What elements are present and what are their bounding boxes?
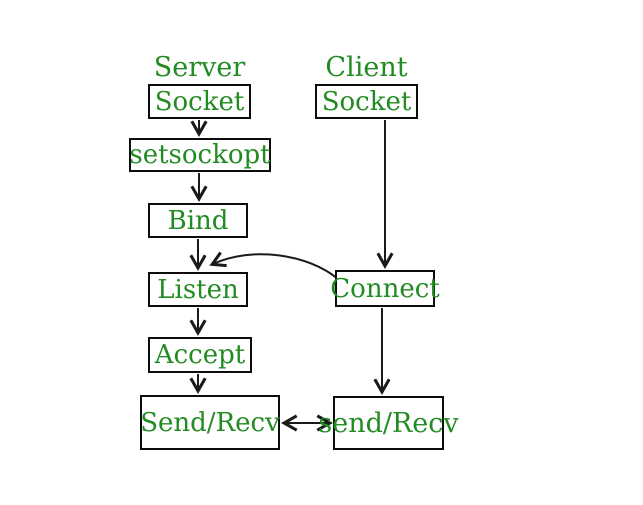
node-server-socket: Socket <box>148 84 251 119</box>
node-listen: Listen <box>148 272 248 307</box>
server-column-label: Server <box>153 52 246 83</box>
edge-connect-to-listen-curve <box>209 251 339 280</box>
node-client-socket: Socket <box>315 84 418 119</box>
node-server-sendrecv: Send/Recv <box>140 395 280 450</box>
client-column-label: Client <box>325 52 408 83</box>
node-setsockopt: setsockopt <box>129 138 271 172</box>
node-bind: Bind <box>148 203 248 238</box>
node-client-sendrecv: send/Recv <box>318 396 459 450</box>
node-connect: Connect <box>330 270 440 307</box>
node-accept: Accept <box>148 337 252 373</box>
